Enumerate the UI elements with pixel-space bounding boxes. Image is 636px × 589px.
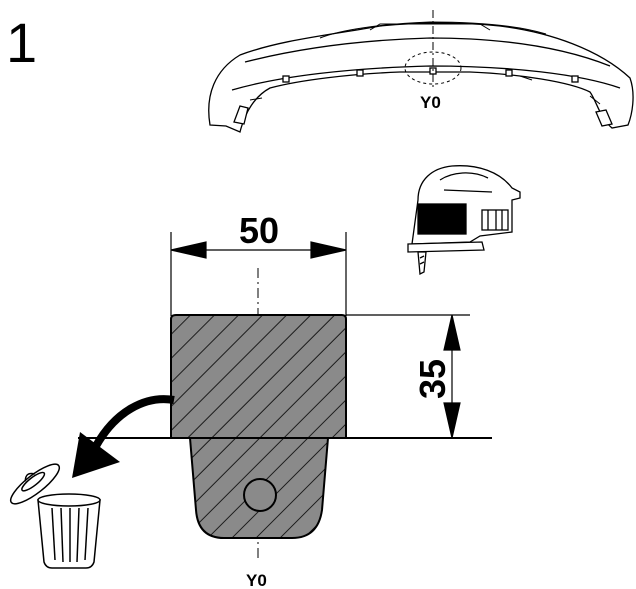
width-dimension [170, 232, 347, 316]
step-number: 1 [6, 11, 37, 74]
axis-label-top: Y0 [420, 93, 441, 112]
bumper-icon [208, 10, 634, 133]
discard-arrow-icon [72, 395, 175, 478]
height-dimension [346, 314, 470, 439]
jigsaw-icon [407, 165, 521, 276]
height-value: 35 [412, 359, 453, 399]
axis-label-bottom: Y0 [246, 571, 267, 589]
width-value: 50 [239, 210, 279, 251]
trash-icon [9, 463, 101, 569]
cut-block [170, 314, 347, 439]
mounting-hole [243, 478, 277, 512]
